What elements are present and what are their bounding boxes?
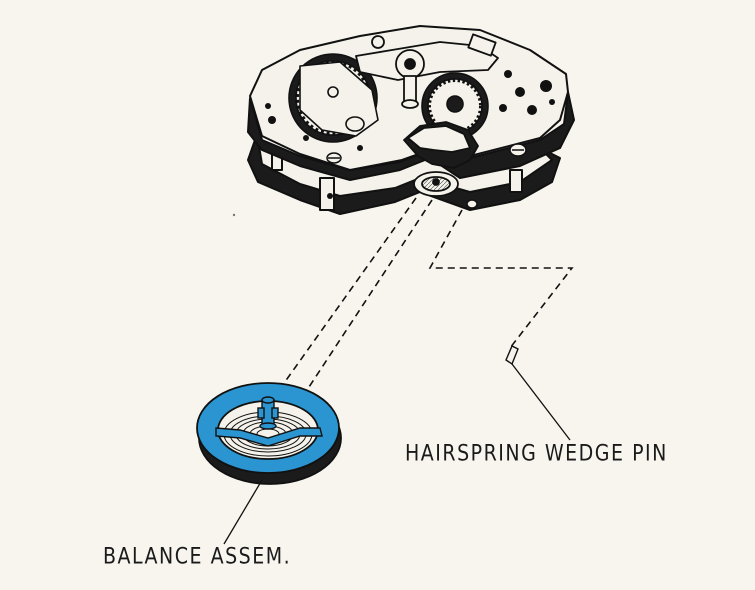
winding-wheel <box>288 53 379 143</box>
wedge-pin <box>505 345 519 366</box>
print-speck <box>232 213 236 217</box>
balance-assembly <box>196 382 342 485</box>
watch-movement <box>247 25 575 215</box>
screw <box>466 199 478 209</box>
leader-wedge-pin <box>511 363 571 441</box>
leader-balance <box>223 479 263 545</box>
wedge-pin-label: HAIRSPRING WEDGE PIN <box>405 441 668 467</box>
pillar <box>319 177 335 211</box>
balance-assembly-label: BALANCE ASSEM. <box>103 544 292 570</box>
projection-lines <box>261 197 574 423</box>
leader-lines <box>223 363 571 545</box>
pillar <box>509 169 523 193</box>
train-bridge <box>355 33 499 109</box>
balance-cock <box>403 121 479 197</box>
